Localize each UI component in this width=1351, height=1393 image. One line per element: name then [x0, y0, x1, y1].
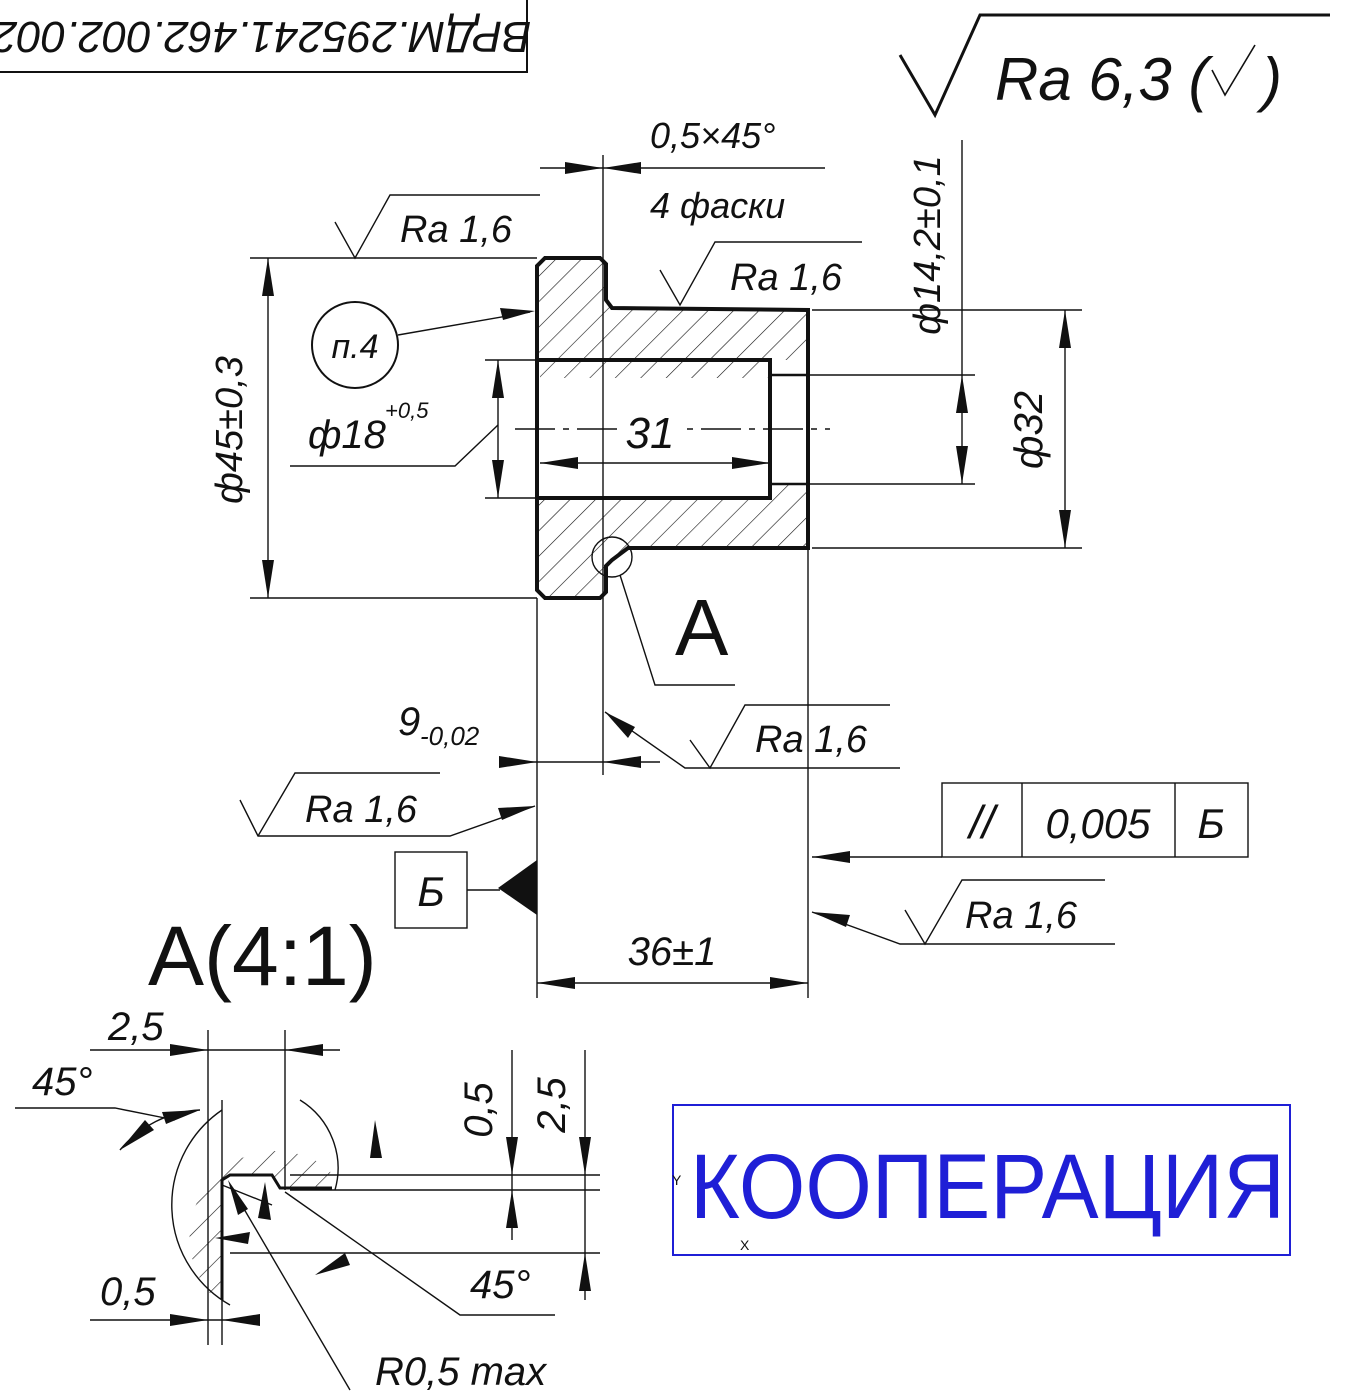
cooperation-stamp-label: КООПЕРАЦИЯ — [690, 1136, 1285, 1238]
dim-flange-width-label: 9 — [398, 700, 420, 744]
document-code: ВРДМ.295241.462.002.002 — [0, 12, 531, 61]
roughness-top-outer: Ra 1,6 — [659, 241, 862, 307]
roughness-right-face: Ra 1,6 — [811, 879, 1115, 946]
roughness-inner-face-label: Ra 1,6 — [755, 719, 868, 761]
detail-view-title: А(4:1) — [148, 909, 377, 1003]
tolerance-datum: Б — [1197, 800, 1224, 847]
part-section — [515, 155, 830, 775]
general-roughness-label: Ra 6,3 ( — [995, 46, 1214, 113]
roughness-top-flange: Ra 1,6 — [334, 194, 540, 260]
detail-angle-top: 45° — [32, 1060, 93, 1104]
dim-flange-width-tol: -0,02 — [420, 721, 480, 751]
cooperation-stamp: КООПЕРАЦИЯ Y X — [672, 1104, 1291, 1256]
tolerance-frame: // 0,005 Б — [812, 782, 1249, 863]
dim-total-length: 36±1 — [537, 930, 808, 989]
dim-outer-diameter: ф32 — [812, 309, 1082, 549]
detail-dim-v2: 2,5 — [530, 1076, 574, 1133]
tolerance-value: 0,005 — [1045, 800, 1151, 847]
dim-outer-diameter-label: ф32 — [1007, 391, 1051, 469]
detail-radius: R0,5 max — [375, 1350, 548, 1393]
datum-letter: Б — [417, 868, 444, 915]
detail-callout-label: А — [675, 583, 729, 672]
datum-marker: Б — [394, 851, 537, 929]
dim-flange-diameter: ф45±0,3 — [209, 257, 537, 599]
detail-angle-bottom: 45° — [470, 1263, 531, 1307]
dim-flange-width: 9 -0,02 — [398, 700, 660, 768]
general-roughness: Ra 6,3 ( ) — [898, 13, 1330, 119]
detail-callout: А — [619, 574, 735, 686]
detail-view: А(4:1) 2,5 45° 0,5 2,5 45° — [15, 909, 600, 1393]
roughness-left-face-label: Ra 1,6 — [305, 789, 418, 831]
detail-dim-bottom: 0,5 — [100, 1270, 156, 1314]
chamfer-note: 4 фаски — [650, 185, 785, 226]
dim-flange-diameter-label: ф45±0,3 — [209, 356, 251, 504]
dim-bore-diameter-tol: +0,5 — [385, 398, 429, 423]
axis-marker-x: X — [740, 1237, 750, 1253]
roughness-top-flange-label: Ra 1,6 — [400, 209, 513, 251]
chamfer-size: 0,5×45° — [650, 115, 776, 156]
dim-total-length-label: 36±1 — [628, 930, 717, 974]
dim-small-bore: ф14,2±0,1 — [808, 140, 975, 485]
roughness-right-face-label: Ra 1,6 — [965, 895, 1078, 937]
item-callout: п.4 — [311, 301, 535, 389]
document-code-stamp: ВРДМ.295241.462.002.002 — [0, 0, 531, 73]
axis-marker-y: Y — [672, 1172, 682, 1188]
dim-small-bore-label: ф14,2±0,1 — [907, 155, 949, 334]
tolerance-symbol: // — [966, 796, 999, 848]
detail-dim-v1: 0,5 — [457, 1081, 501, 1137]
roughness-inner-face: Ra 1,6 — [604, 704, 900, 770]
dim-bore-length: 31 — [540, 405, 770, 469]
item-callout-label: п.4 — [331, 328, 378, 366]
general-roughness-suffix: ) — [1256, 46, 1282, 113]
dim-bore-diameter: ф18 +0,5 — [290, 359, 537, 499]
roughness-left-face: Ra 1,6 — [239, 772, 536, 837]
dim-bore-diameter-label: ф18 — [308, 413, 387, 457]
chamfer-callout: 0,5×45° 4 фаски — [540, 115, 825, 226]
detail-dim-top: 2,5 — [107, 1005, 164, 1049]
dim-bore-length-label: 31 — [626, 409, 675, 458]
roughness-top-outer-label: Ra 1,6 — [730, 257, 843, 299]
